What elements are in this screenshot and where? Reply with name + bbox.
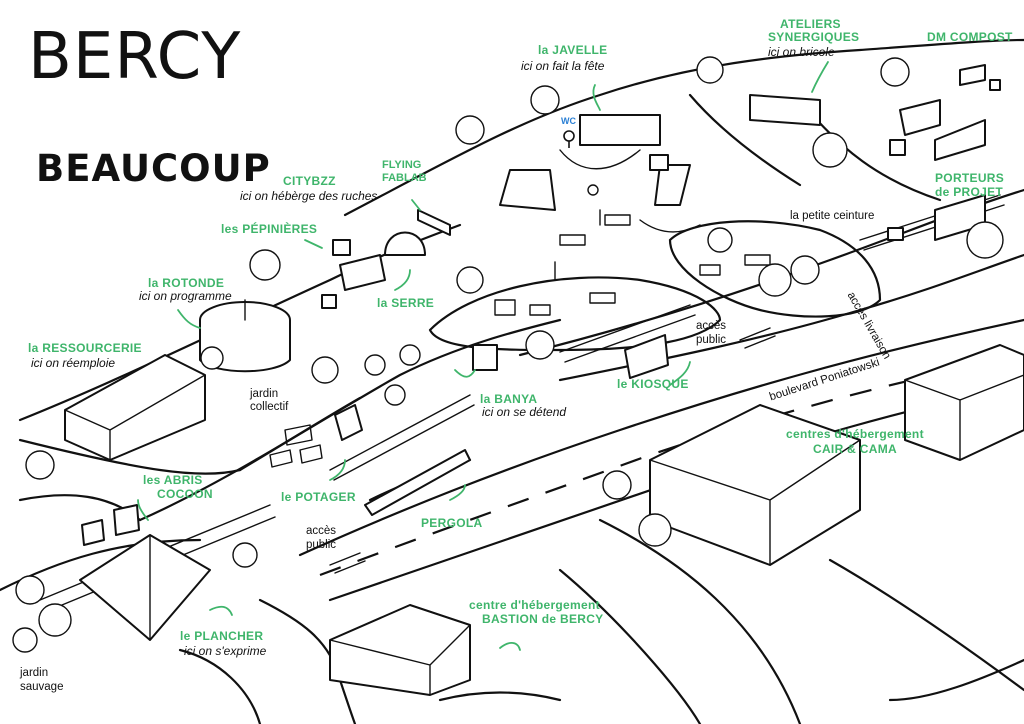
label-banya-desc: ici on se détend	[482, 405, 567, 419]
label-wc: WC	[561, 116, 576, 126]
label-flying: FLYING	[382, 159, 422, 171]
title-line-2: BEAUCOUP	[36, 147, 271, 190]
label-porteurs-2: de PROJET	[935, 185, 1004, 199]
label-ateliers-desc: ici on bricole	[768, 45, 835, 59]
label-citybzz-desc: ici on hébèrge des ruches	[240, 189, 378, 203]
label-plancher: le PLANCHER	[180, 629, 264, 643]
trees	[12, 56, 1004, 653]
label-dm-compost: DM COMPOST	[927, 30, 1013, 44]
label-acces-public-2b: public	[306, 539, 337, 551]
label-javelle-desc: ici on fait la fête	[521, 59, 605, 73]
label-jardin-collectif-1: jardin	[250, 388, 279, 400]
label-ateliers-2: SYNERGIQUES	[768, 30, 860, 44]
label-jardin-sauvage-1: jardin	[20, 667, 49, 679]
wc-marker	[563, 130, 575, 148]
title-line-1: BERCY	[28, 20, 242, 94]
label-ressourcerie-desc: ici on réemploie	[31, 356, 116, 370]
label-ateliers-1: ATELIERS	[780, 17, 841, 31]
label-acces-public-1a: accès	[696, 320, 727, 332]
label-rotonde: la ROTONDE	[148, 276, 225, 290]
label-bastion-2: BASTION de BERCY	[482, 612, 604, 626]
label-acces-public-1b: public	[696, 334, 727, 346]
label-abris-2: COCOON	[157, 487, 213, 501]
label-jardin-sauvage-2: sauvage	[20, 681, 64, 693]
label-abris-1: les ABRIS	[143, 473, 203, 487]
label-plancher-desc: ici on s'exprime	[184, 644, 267, 658]
label-porteurs-1: PORTEURS	[935, 171, 1005, 185]
label-serre: la SERRE	[377, 296, 435, 310]
label-petite-ceinture: la petite ceinture	[790, 210, 875, 222]
label-acces-public-2a: accès	[306, 525, 337, 537]
label-centres-cair-1: centres d'hébergement	[786, 427, 924, 441]
buildings	[64, 64, 1024, 696]
label-banya: la BANYA	[480, 392, 538, 406]
label-potager: le POTAGER	[281, 490, 356, 504]
label-pergola: PERGOLA	[421, 516, 483, 530]
label-rotonde-desc: ici on programme	[139, 289, 232, 303]
label-centres-cair-2: CAIR & CAMA	[813, 442, 897, 456]
label-javelle: la JAVELLE	[538, 43, 608, 57]
label-kiosque: le KIOSQUE	[617, 377, 689, 391]
label-arrows	[137, 61, 829, 651]
label-jardin-collectif-2: collectif	[250, 401, 289, 413]
label-bastion-1: centre d'hébergement	[469, 598, 600, 612]
label-pepinieres: les PÉPINIÈRES	[221, 222, 318, 236]
label-fablab: FABLAB	[382, 172, 427, 184]
label-citybzz: CITYBZZ	[283, 174, 336, 188]
label-ressourcerie: la RESSOURCERIE	[28, 341, 142, 355]
